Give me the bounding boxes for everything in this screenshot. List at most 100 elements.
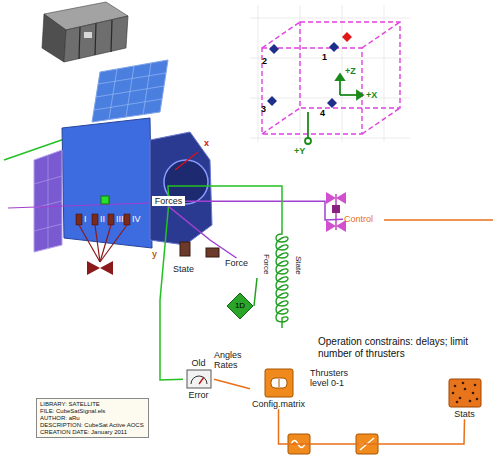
axis-line xyxy=(339,79,341,95)
cube-edge xyxy=(262,22,300,48)
label-text: IV xyxy=(132,214,141,224)
photo-rail xyxy=(95,23,96,55)
axis-line xyxy=(175,152,198,170)
thruster xyxy=(124,214,130,225)
label-text: Angles Rates xyxy=(214,350,248,371)
thruster-cone xyxy=(326,192,336,204)
cube-edge xyxy=(362,108,400,134)
label-text: Thrusters level 0-1 xyxy=(310,368,356,389)
node-text: LIBRARY: SATELLITE xyxy=(40,401,100,408)
error-gauge-block: OldError xyxy=(183,358,214,401)
thruster-marker xyxy=(327,98,337,108)
scatter-dot xyxy=(473,384,476,387)
node-text: Force xyxy=(225,258,248,268)
diamond-outline xyxy=(227,293,253,319)
force-actuator xyxy=(206,248,219,257)
photo-detail xyxy=(84,32,92,38)
scatter-dot xyxy=(468,400,471,403)
config-matrix-block: Config.matrix xyxy=(250,368,307,409)
thruster-marker xyxy=(267,96,277,106)
hexagon-face xyxy=(150,132,212,245)
satellite-model xyxy=(4,60,219,275)
valve-symbol xyxy=(100,261,113,275)
panel-grid xyxy=(98,73,166,84)
panel-grid xyxy=(94,99,162,110)
photo-rail xyxy=(111,20,112,52)
connector xyxy=(168,186,282,228)
panel-grid xyxy=(34,176,62,184)
gauge-dial xyxy=(191,376,207,384)
thruster-cone xyxy=(326,220,336,232)
axis-line xyxy=(340,94,358,96)
photo-front xyxy=(64,16,128,62)
node-text: State xyxy=(173,264,194,274)
node-text: Forces xyxy=(155,196,183,206)
solar-panel xyxy=(92,60,168,122)
scatter-dot xyxy=(451,392,454,395)
cubesat-photo xyxy=(42,2,128,62)
grid-line xyxy=(258,5,259,142)
label-text: +Z xyxy=(345,66,356,76)
scatter-dot xyxy=(475,398,478,401)
scatter-dot xyxy=(458,397,461,400)
label-text: I xyxy=(84,214,87,224)
panel-grid xyxy=(48,155,49,249)
thruster-layout-sketch xyxy=(250,5,410,144)
stats-frame xyxy=(449,379,481,407)
thruster-marker xyxy=(342,32,352,42)
wire xyxy=(95,225,100,262)
grid-line xyxy=(250,58,410,59)
thruster xyxy=(76,214,82,225)
scatter-dot xyxy=(471,392,474,395)
scatter-dot xyxy=(455,401,458,404)
connector xyxy=(169,206,237,258)
label-text: +X xyxy=(366,90,377,100)
grid-line xyxy=(342,5,343,142)
label-text: 1 xyxy=(322,52,327,62)
scatter-dot xyxy=(453,385,456,388)
label-text: II xyxy=(100,214,105,224)
matrix-icon xyxy=(264,368,294,398)
node-text: State xyxy=(294,256,303,275)
matrix-frame xyxy=(265,369,293,397)
axis-head xyxy=(336,74,344,80)
control-thrusters xyxy=(326,192,493,232)
satellite-port: Forces xyxy=(152,196,185,206)
node-text: DESCRIPTION: CubeSat Active AOCS xyxy=(40,422,144,429)
stats-icon xyxy=(448,378,482,408)
thruster-marker xyxy=(269,44,279,54)
gauge-frame xyxy=(187,370,211,388)
valve-symbol xyxy=(87,261,100,275)
spring-element: Force State xyxy=(257,228,307,328)
state-port: State xyxy=(170,264,197,274)
thruster xyxy=(108,214,114,225)
sensor-cube xyxy=(101,196,109,204)
spring-coil xyxy=(257,228,307,328)
node-text: Force xyxy=(262,254,271,274)
node-text: Old xyxy=(191,358,205,368)
state-sensor xyxy=(180,242,190,256)
node-text: CREATION DATE: January 2011 xyxy=(40,429,127,436)
cube-edge xyxy=(262,108,300,134)
spring-path xyxy=(276,228,288,328)
gauge-icon xyxy=(186,369,212,389)
photo-rail xyxy=(79,27,80,59)
control-port: Control xyxy=(343,214,374,224)
thruster-hub xyxy=(332,205,340,213)
axis-head xyxy=(357,91,363,99)
wire xyxy=(100,225,111,262)
label-text: y xyxy=(152,249,157,259)
thruster-cone xyxy=(336,192,346,204)
panel-grid xyxy=(34,224,62,231)
scatter-dot xyxy=(463,388,466,391)
cube-front xyxy=(262,48,362,134)
grid-line xyxy=(250,18,410,19)
stats-block: Stats xyxy=(446,378,483,419)
matrix-symbol xyxy=(278,379,279,387)
connector xyxy=(279,409,465,444)
label-text: 4 xyxy=(320,108,325,118)
label-text: x xyxy=(204,138,209,148)
panel-grid xyxy=(96,86,164,97)
